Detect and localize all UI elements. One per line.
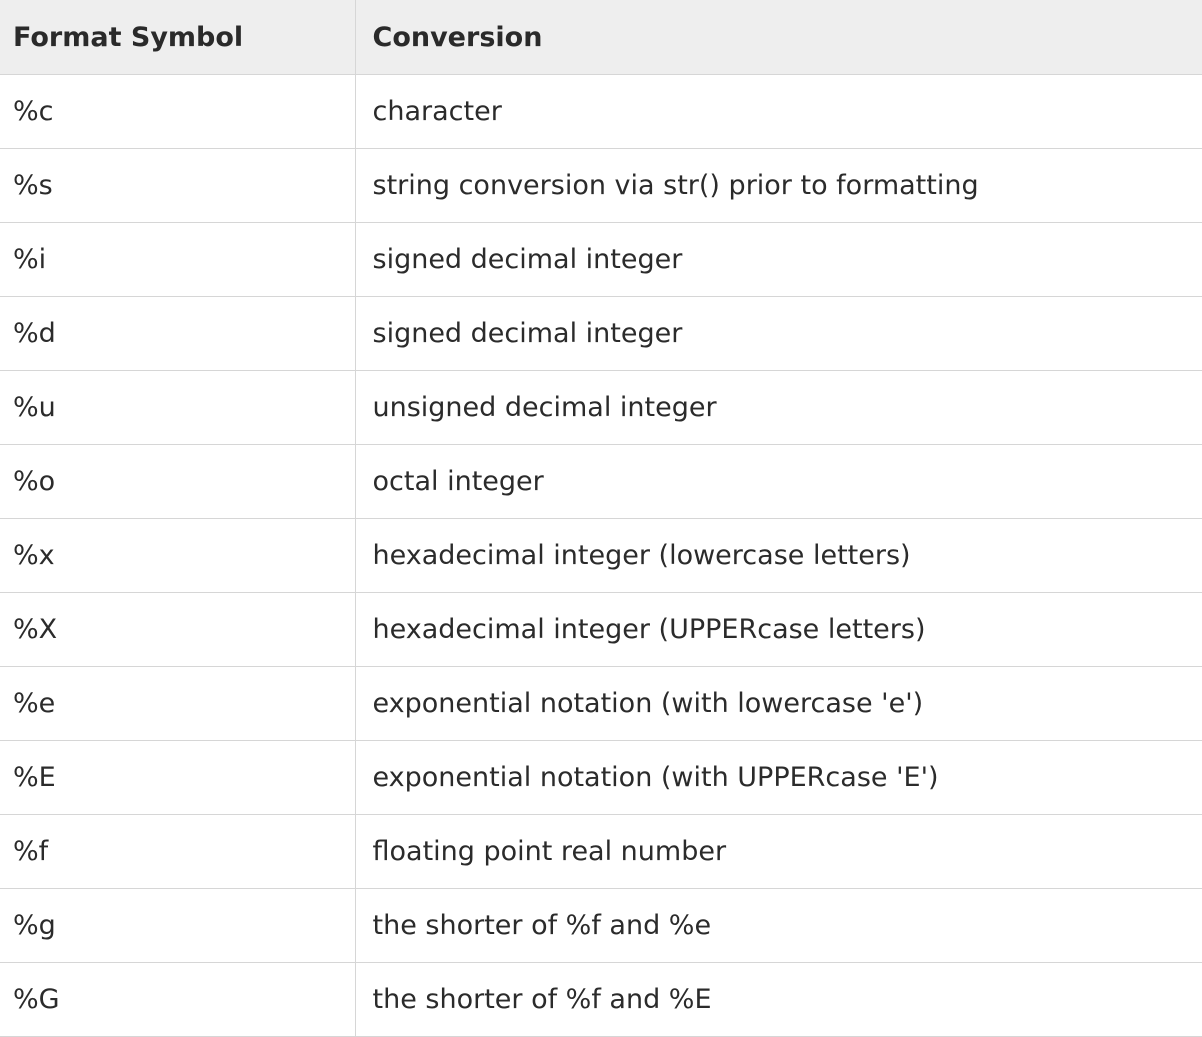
format-symbol-cell: %x <box>0 518 356 593</box>
conversion-cell: signed decimal integer <box>354 222 1202 297</box>
table-header: Format Symbol Conversion <box>0 0 1202 75</box>
table-row: %x hexadecimal integer (lowercase letter… <box>0 518 1202 593</box>
table-row: %f floating point real number <box>0 814 1202 889</box>
format-symbol-cell: %e <box>0 666 356 741</box>
conversion-cell: signed decimal integer <box>354 296 1202 371</box>
format-symbol-cell: %o <box>0 444 356 519</box>
format-symbol-cell: %f <box>0 814 356 889</box>
format-symbol-cell: %c <box>0 74 356 149</box>
conversion-cell: the shorter of %f and %e <box>354 888 1202 963</box>
table-row: %g the shorter of %f and %e <box>0 888 1202 963</box>
table-row: %X hexadecimal integer (UPPERcase letter… <box>0 592 1202 667</box>
table-row: %c character <box>0 74 1202 149</box>
conversion-cell: hexadecimal integer (lowercase letters) <box>354 518 1202 593</box>
table-body: %c character %s string conversion via st… <box>0 74 1202 1037</box>
conversion-cell: hexadecimal integer (UPPERcase letters) <box>354 592 1202 667</box>
header-format-symbol: Format Symbol <box>0 0 356 75</box>
conversion-cell: character <box>354 74 1202 149</box>
conversion-cell: exponential notation (with UPPERcase 'E'… <box>354 740 1202 815</box>
table-row: %d signed decimal integer <box>0 296 1202 371</box>
format-symbol-cell: %i <box>0 222 356 297</box>
format-symbol-cell: %u <box>0 370 356 445</box>
header-row: Format Symbol Conversion <box>0 0 1202 75</box>
table-row: %e exponential notation (with lowercase … <box>0 666 1202 741</box>
format-symbol-cell: %X <box>0 592 356 667</box>
table-row: %E exponential notation (with UPPERcase … <box>0 740 1202 815</box>
conversion-cell: unsigned decimal integer <box>354 370 1202 445</box>
table-row: %s string conversion via str() prior to … <box>0 148 1202 223</box>
conversion-cell: the shorter of %f and %E <box>354 962 1202 1037</box>
format-symbol-cell: %E <box>0 740 356 815</box>
conversion-cell: exponential notation (with lowercase 'e'… <box>354 666 1202 741</box>
table-row: %o octal integer <box>0 444 1202 519</box>
format-symbol-cell: %s <box>0 148 356 223</box>
format-symbol-cell: %d <box>0 296 356 371</box>
table-row: %u unsigned decimal integer <box>0 370 1202 445</box>
conversion-cell: floating point real number <box>354 814 1202 889</box>
format-symbol-cell: %g <box>0 888 356 963</box>
table-row: %G the shorter of %f and %E <box>0 962 1202 1037</box>
conversion-cell: string conversion via str() prior to for… <box>354 148 1202 223</box>
table-row: %i signed decimal integer <box>0 222 1202 297</box>
format-symbol-cell: %G <box>0 962 356 1037</box>
conversion-cell: octal integer <box>354 444 1202 519</box>
header-conversion: Conversion <box>354 0 1202 75</box>
